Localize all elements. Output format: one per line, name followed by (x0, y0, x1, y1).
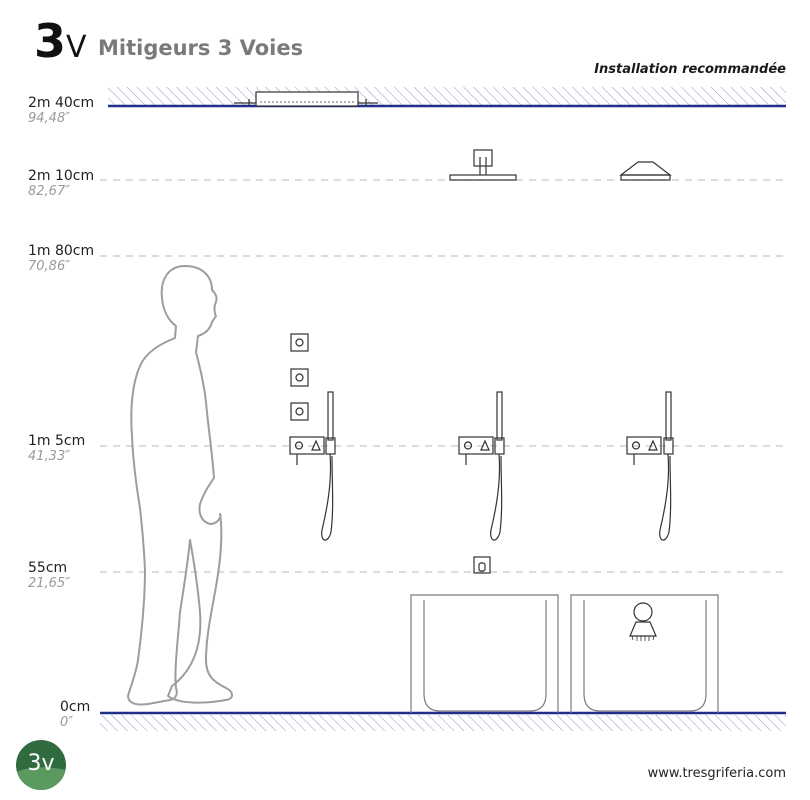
level-cm: 1m 5cm (28, 433, 86, 449)
level-lines (100, 179, 786, 573)
level-0: 0cm 0″ (60, 699, 90, 731)
human-figure (127, 265, 233, 706)
mixer-plate-3 (626, 436, 662, 455)
mixer-plate-1 (289, 436, 325, 455)
ceiling-hatch (108, 87, 786, 105)
page-title: Mitigeurs 3 Voies (98, 36, 304, 60)
level-cm: 2m 10cm (28, 168, 95, 184)
level-210: 2m 10cm 82,67″ (28, 168, 94, 200)
ceiling-shower-head-icon (234, 91, 378, 107)
level-inch: 0″ (60, 715, 74, 730)
mixer-set-1 (289, 333, 336, 541)
mixer-set-3 (626, 391, 674, 541)
level-inch: 94,48″ (28, 111, 71, 126)
pyramid-shower-head-icon (619, 161, 672, 181)
install-note: Installation recommandée (594, 62, 786, 77)
brand-logo[interactable]: 3v (16, 740, 66, 790)
brand-letter: V (66, 30, 87, 65)
level-240: 2m 40cm 94,48″ (28, 95, 94, 127)
website-link[interactable]: www.tresgriferia.com (647, 766, 786, 781)
wall-shower-head-icon (449, 149, 517, 181)
level-cm: 2m 40cm (28, 95, 95, 111)
level-cm: 1m 80cm (28, 243, 95, 259)
bathtub-2 (570, 594, 719, 713)
level-cm: 0cm (60, 699, 91, 715)
level-inch: 82,67″ (28, 184, 71, 199)
diverter-button-3 (290, 402, 309, 421)
diverter-button-2 (290, 368, 309, 387)
mixer-set-2 (458, 391, 505, 541)
logo-swoosh-icon (16, 767, 66, 790)
diverter-button-1 (290, 333, 309, 352)
level-180: 1m 80cm 70,86″ (28, 243, 94, 275)
bathtub-1 (410, 594, 559, 713)
level-55: 55cm 21,65″ (28, 560, 70, 592)
mixer-plate-2 (458, 436, 494, 455)
level-cm: 55cm (28, 560, 68, 576)
level-inch: 70,86″ (28, 259, 71, 274)
bath-spout-icon (473, 556, 491, 574)
level-inch: 21,65″ (28, 576, 71, 591)
tub-spout-icon (629, 602, 657, 641)
level-105: 1m 5cm 41,33″ (28, 433, 85, 465)
brand-number: 3 (34, 14, 66, 68)
logo-text: 3v (27, 751, 55, 776)
floor-hatch (100, 715, 786, 731)
level-inch: 41,33″ (28, 449, 71, 464)
